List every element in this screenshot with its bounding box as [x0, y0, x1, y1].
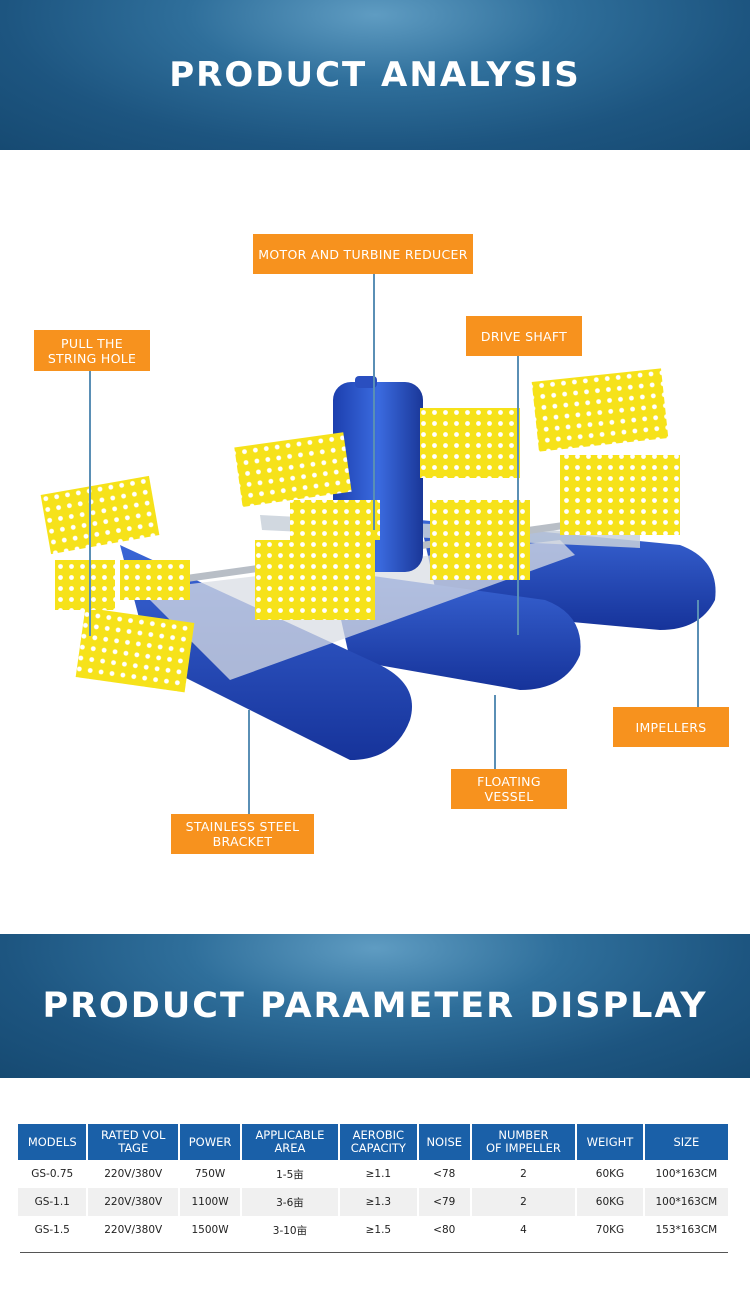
- cell-impellers: 2: [471, 1188, 576, 1216]
- product-analysis-banner: PRODUCT ANALYSIS: [0, 0, 750, 150]
- cell-impellers: 2: [520, 1168, 527, 1180]
- product-parameter-banner: PRODUCT PARAMETER DISPLAY: [0, 934, 750, 1078]
- callout-pull-string-line2: STRING HOLE: [47, 350, 137, 366]
- callout-stainless-line1: STAINLESS STEEL: [185, 819, 300, 834]
- cell-voltage: 220V/380V: [104, 1224, 163, 1236]
- table-row: GS-1.5 220V/380V 1500W 3-10亩 ≥1.5 <80 4 …: [18, 1216, 728, 1244]
- callout-motor-text: MOTOR AND TURBINE REDUCER: [258, 246, 468, 262]
- header-size-text: SIZE: [673, 1134, 700, 1149]
- cell-area: 1-5亩: [276, 1168, 304, 1181]
- callout-stainless: STAINLESS STEEL BRACKET: [171, 814, 314, 854]
- callout-floating-vessel: FLOATING VESSEL: [451, 769, 567, 809]
- leader-floating-vessel: [494, 695, 496, 789]
- section-title-analysis: PRODUCT ANALYSIS: [169, 55, 581, 95]
- cell-weight: 60KG: [577, 1188, 643, 1216]
- header-weight-text: WEIGHT: [586, 1134, 634, 1149]
- header-area-line1: APPLICABLE: [255, 1128, 325, 1142]
- callout-impellers-text: IMPELLERS: [635, 719, 707, 735]
- cell-model: GS-1.1: [18, 1188, 87, 1216]
- header-voltage-line1: RATED VOL: [101, 1128, 166, 1142]
- table-bottom-rule: [20, 1252, 728, 1253]
- cell-voltage: 220V/380V: [104, 1168, 163, 1180]
- header-models-text: MODELS: [27, 1134, 77, 1149]
- cell-size: 100*163CM: [655, 1168, 718, 1180]
- leader-drive-shaft: [517, 355, 519, 635]
- header-weight: WEIGHT: [577, 1124, 643, 1160]
- leader-pull-string: [89, 370, 91, 636]
- leader-impellers: [697, 600, 699, 708]
- table-row: GS-0.75 220V/380V 750W 1-5亩 ≥1.1 <78 2 6…: [18, 1160, 728, 1188]
- cell-voltage: 220V/380V: [88, 1188, 178, 1216]
- cell-power: 1100W: [179, 1188, 241, 1216]
- callout-motor: MOTOR AND TURBINE REDUCER: [253, 234, 473, 274]
- callout-impellers: IMPELLERS: [613, 707, 729, 747]
- callout-drive-shaft-text: DRIVE SHAFT: [480, 328, 568, 344]
- header-impeller-line2: OF IMPELLER: [485, 1141, 561, 1155]
- section-title-parameters: PRODUCT PARAMETER DISPLAY: [42, 986, 708, 1026]
- paddlewheel-aerator-illustration: [40, 368, 716, 760]
- callout-floating-vessel-text: FLOATING VESSEL: [477, 774, 541, 804]
- leader-motor: [373, 274, 375, 530]
- header-impeller-line1: NUMBER: [498, 1128, 549, 1142]
- cell-size: 153*163CM: [655, 1224, 718, 1236]
- header-noise-text: NOISE: [426, 1134, 463, 1149]
- cell-area: 3-6亩: [242, 1188, 338, 1216]
- cell-aerobic: ≥1.5: [365, 1224, 392, 1236]
- cell-noise: <80: [433, 1224, 456, 1236]
- table-row: GS-1.1 220V/380V 1100W 3-6亩 ≥1.3 <79 2 6…: [18, 1188, 728, 1216]
- product-figure: MOTOR AND TURBINE REDUCER PULL THE STRIN…: [0, 150, 750, 934]
- header-noise: NOISE: [418, 1124, 470, 1160]
- cell-model: GS-0.75: [31, 1168, 74, 1180]
- leader-stainless: [248, 710, 250, 815]
- cell-size: 100*163CM: [644, 1188, 728, 1216]
- cell-power: 750W: [194, 1168, 226, 1180]
- callout-drive-shaft: DRIVE SHAFT: [466, 316, 582, 356]
- header-voltage-line2: TAGE: [118, 1141, 149, 1155]
- cell-noise: <79: [418, 1188, 470, 1216]
- header-aerobic-line1: AEROBIC: [352, 1128, 405, 1142]
- cell-power: 1500W: [191, 1224, 229, 1236]
- header-area-line2: AREA: [274, 1141, 306, 1155]
- callout-pull-string: PULL THE STRING HOLE: [34, 330, 150, 371]
- header-size: SIZE: [644, 1124, 728, 1160]
- header-power: POWER: [179, 1124, 241, 1160]
- cell-noise: <78: [433, 1168, 456, 1180]
- cell-model: GS-1.5: [34, 1224, 70, 1236]
- cell-aerobic: ≥1.1: [365, 1168, 392, 1180]
- callout-stainless-line2: BRACKET: [212, 834, 273, 849]
- cell-aerobic: ≥1.3: [339, 1188, 417, 1216]
- cell-weight: 70KG: [595, 1224, 625, 1236]
- callout-pull-string-line1: PULL THE: [61, 335, 123, 351]
- cell-impellers: 4: [520, 1224, 527, 1236]
- cell-area: 3-10亩: [272, 1224, 308, 1237]
- header-power-text: POWER: [188, 1134, 232, 1149]
- header-aerobic-line2: CAPACITY: [350, 1141, 406, 1155]
- cell-weight: 60KG: [595, 1168, 625, 1180]
- header-models: MODELS: [18, 1124, 87, 1160]
